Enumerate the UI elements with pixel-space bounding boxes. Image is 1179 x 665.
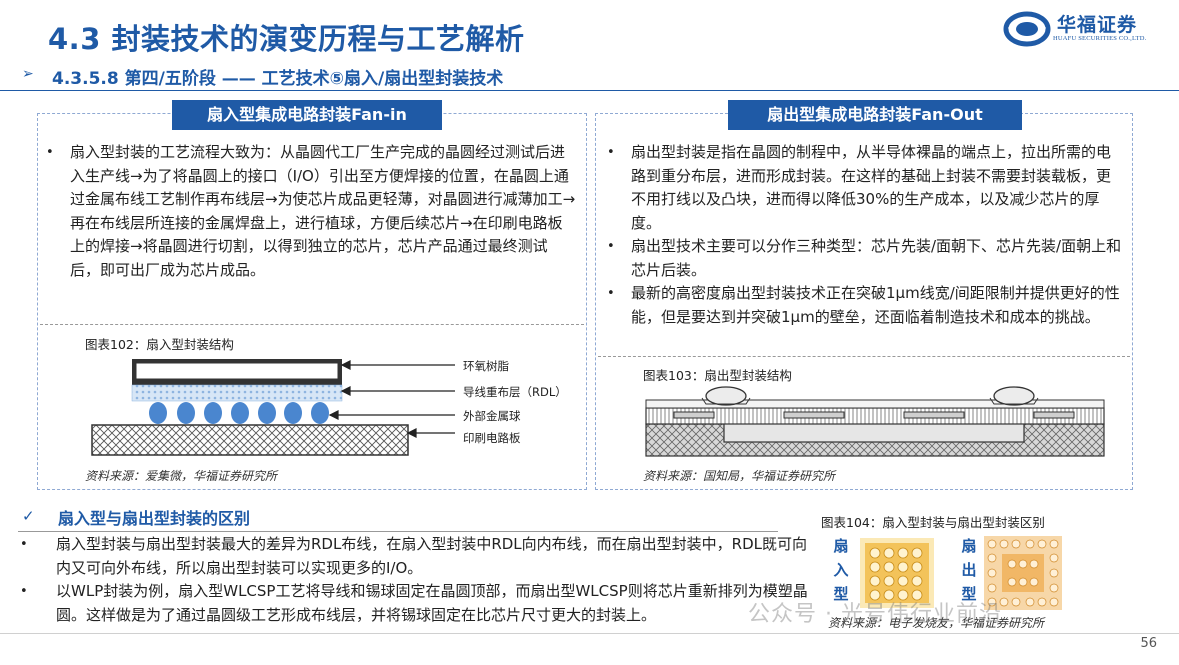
list-item: 扇入型封装与扇出型封装最大的差异为RDL布线，在扇入型封装中RDL向内布线，而在… xyxy=(20,533,810,580)
figure-title: 图表102：扇入型封装结构 xyxy=(85,337,234,352)
figure-title: 图表103：扇出型封装结构 xyxy=(643,368,792,383)
label-epoxy: 环氧树脂 xyxy=(463,359,509,373)
section-subtitle: 4.3.5.8 第四/五阶段 —— 工艺技术⑤扇入/扇出型封装技术 xyxy=(52,69,504,89)
fan-in-bullets: 扇入型封装的工艺流程大致为：从晶圆代工厂生产完成的晶圆经过测试后进入生产线→为了… xyxy=(42,141,577,282)
difference-title: 扇入型与扇出型封装的区别 xyxy=(58,509,251,528)
company-logo-icon xyxy=(1003,11,1051,47)
logo-name: 华福证券 xyxy=(1057,14,1138,36)
fan-out-bullets: 扇出型封装是指在晶圆的制程中，从半导体裸晶的端点上，拉出所需的电路到重分布层，进… xyxy=(603,141,1123,329)
check-icon: ✓ xyxy=(22,507,35,525)
fan-in-header: 扇入型集成电路封装Fan-in xyxy=(172,100,442,130)
fan-in-chip-image xyxy=(860,538,934,608)
list-item: 扇入型封装的工艺流程大致为：从晶圆代工厂生产完成的晶圆经过测试后进入生产线→为了… xyxy=(42,141,577,282)
label-rdl: 导线重布层（RDL） xyxy=(463,385,567,399)
watermark: 公众号 · 光号伟行业前沿 xyxy=(748,602,1002,627)
list-item: 扇出型封装是指在晶圆的制程中，从半导体裸晶的端点上，拉出所需的电路到重分布层，进… xyxy=(603,141,1123,235)
figure-source: 资料来源：国知局，华福证券研究所 xyxy=(643,469,836,483)
page-title: 4.3 封装技术的演变历程与工艺解析 xyxy=(48,22,525,56)
fan-out-diagram xyxy=(645,386,1105,457)
fan-in-vertical-label: 扇 入 型 xyxy=(833,537,849,603)
logo-subtitle: HUAFU SECURITIES CO.,LTD. xyxy=(1053,35,1147,42)
list-item: 最新的高密度扇出型封装技术正在突破1μm线宽/间距限制并提供更好的性能，但是要达… xyxy=(603,282,1123,329)
arrow-icon: ➢ xyxy=(22,66,34,82)
figure-source: 资料来源：电子发烧友，华福证券研究所 xyxy=(828,616,1045,630)
pcb-layer xyxy=(91,424,409,456)
rdl-layer xyxy=(131,384,343,402)
subtitle-divider xyxy=(0,90,1179,91)
solder-balls xyxy=(705,386,1035,406)
figure-title: 图表104：扇入型封装与扇出型封装区别 xyxy=(821,515,1045,530)
section-divider xyxy=(18,531,778,532)
fan-in-diagram xyxy=(91,359,455,456)
figure-source: 资料来源：爱集微，华福证券研究所 xyxy=(85,469,278,483)
list-item: 以WLP封装为例，扇入型WLCSP工艺将导线和锡球固定在晶圆顶部，而扇出型WLC… xyxy=(20,580,810,627)
list-item: 扇出型技术主要可以分作三种类型：芯片先装/面朝下、芯片先装/面朝上和芯片后装。 xyxy=(603,235,1123,282)
fan-out-chip-image xyxy=(984,536,1062,610)
label-pcb: 印刷电路板 xyxy=(463,431,521,445)
divider xyxy=(598,356,1130,357)
fan-out-header: 扇出型集成电路封装Fan-Out xyxy=(728,100,1022,130)
label-metal-ball: 外部金属球 xyxy=(463,409,521,423)
metal-balls xyxy=(149,402,329,424)
fan-out-vertical-label: 扇 出 型 xyxy=(961,537,977,603)
divider xyxy=(40,324,584,325)
page-number: 56 xyxy=(1140,636,1157,651)
footer-divider xyxy=(0,633,1179,634)
difference-bullets: 扇入型封装与扇出型封装最大的差异为RDL布线，在扇入型封装中RDL向内布线，而在… xyxy=(20,533,810,627)
